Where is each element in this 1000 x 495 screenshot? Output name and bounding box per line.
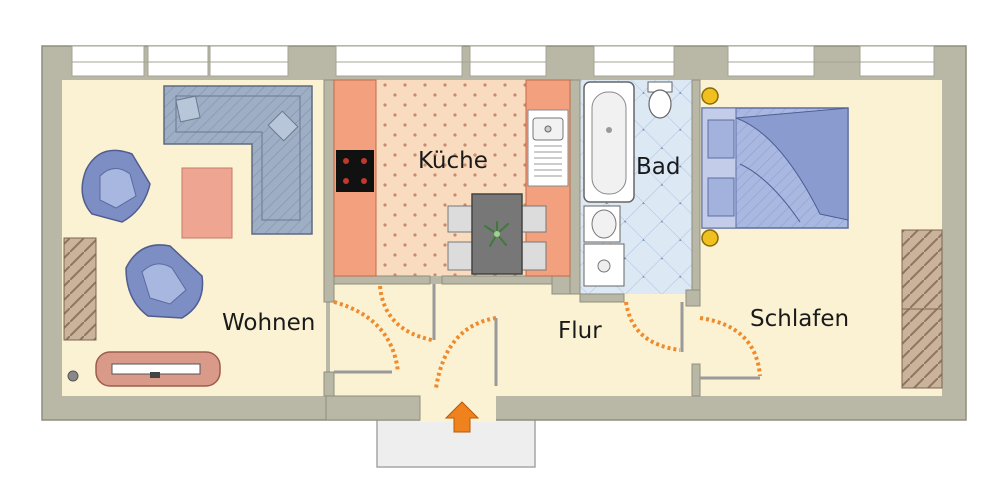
bed: [701, 107, 849, 229]
plant-icon: [484, 221, 509, 247]
room-label-kueche: Küche: [418, 148, 488, 174]
flur-floor: [330, 284, 702, 396]
room-label-flur: Flur: [558, 318, 602, 344]
shower-tray: [583, 243, 625, 287]
lamp-icon: [67, 370, 79, 382]
room-label-schlafen: Schlafen: [750, 306, 849, 332]
nightstand-lamp-bottom: [701, 229, 719, 247]
entry-arrow-icon: [444, 401, 480, 433]
door-leaves: [334, 284, 760, 386]
door-swings: [333, 285, 762, 389]
armchair-top: [81, 149, 151, 223]
shelf-cabinet: [63, 237, 97, 341]
tv-bench: [95, 351, 221, 387]
washbasin: [583, 205, 621, 243]
windows: [71, 45, 935, 77]
bathtub: [583, 81, 635, 203]
room-label-bad: Bad: [636, 154, 680, 180]
sofa: [163, 85, 313, 235]
room-label-wohnen: Wohnen: [222, 310, 315, 336]
stove: [336, 150, 374, 192]
coffee-table: [181, 167, 233, 239]
sink: [527, 109, 569, 187]
armchair-bottom: [125, 244, 204, 319]
nightstand-lamp-top: [701, 87, 719, 105]
toilet: [647, 81, 673, 119]
